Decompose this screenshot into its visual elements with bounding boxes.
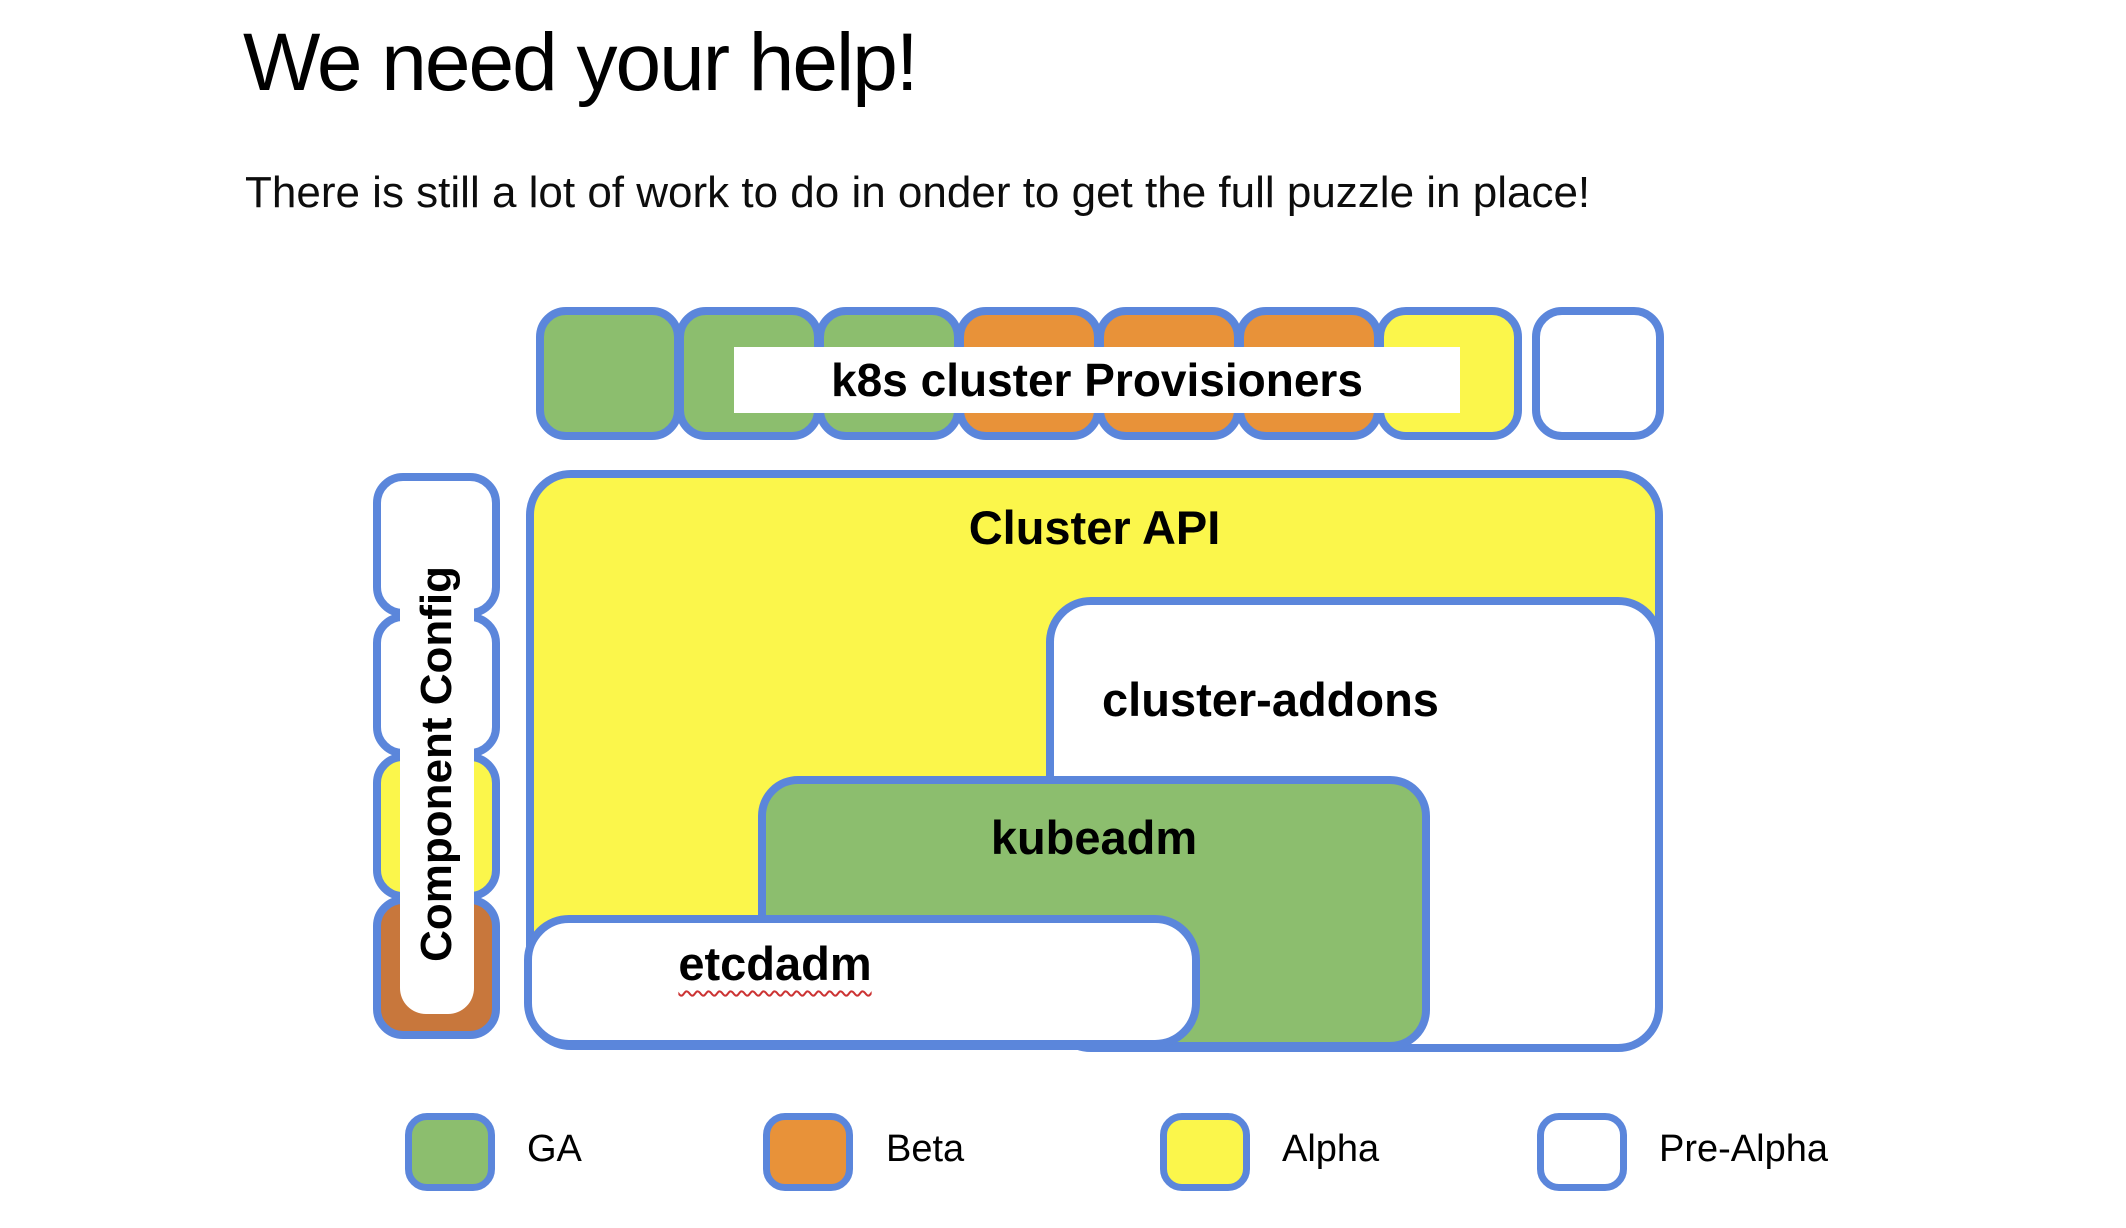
puzzle-square-pre-alpha [1532, 307, 1664, 440]
page-title: We need your help! [243, 17, 919, 108]
legend-label-pre-alpha: Pre-Alpha [1659, 1128, 1828, 1170]
etcdadm-label: etcdadm [524, 936, 1200, 991]
component-config-label: Component Config [412, 566, 461, 962]
legend-swatch-ga [405, 1113, 495, 1191]
legend-swatch-pre-alpha [1537, 1113, 1627, 1191]
kubeadm-label: kubeadm [990, 811, 1198, 864]
legend-swatch-beta [763, 1113, 853, 1191]
component-config-band: Component Config [400, 514, 474, 1014]
provisioners-label: k8s cluster Provisioners [831, 354, 1363, 406]
page-subtitle: There is still a lot of work to do in on… [245, 168, 1591, 217]
etcdadm-label-text: etcdadm [678, 937, 872, 990]
provisioners-label-band: k8s cluster Provisioners [734, 347, 1460, 413]
puzzle-square-ga-1 [536, 307, 682, 440]
etcdadm-box [524, 915, 1200, 1048]
legend-swatch-alpha [1160, 1113, 1250, 1191]
cluster-api-label: Cluster API [968, 501, 1221, 554]
cluster-addons-label: cluster-addons [1102, 673, 1439, 726]
legend-label-beta: Beta [886, 1128, 965, 1170]
legend-label-alpha: Alpha [1282, 1128, 1380, 1170]
legend-label-ga: GA [527, 1128, 582, 1170]
